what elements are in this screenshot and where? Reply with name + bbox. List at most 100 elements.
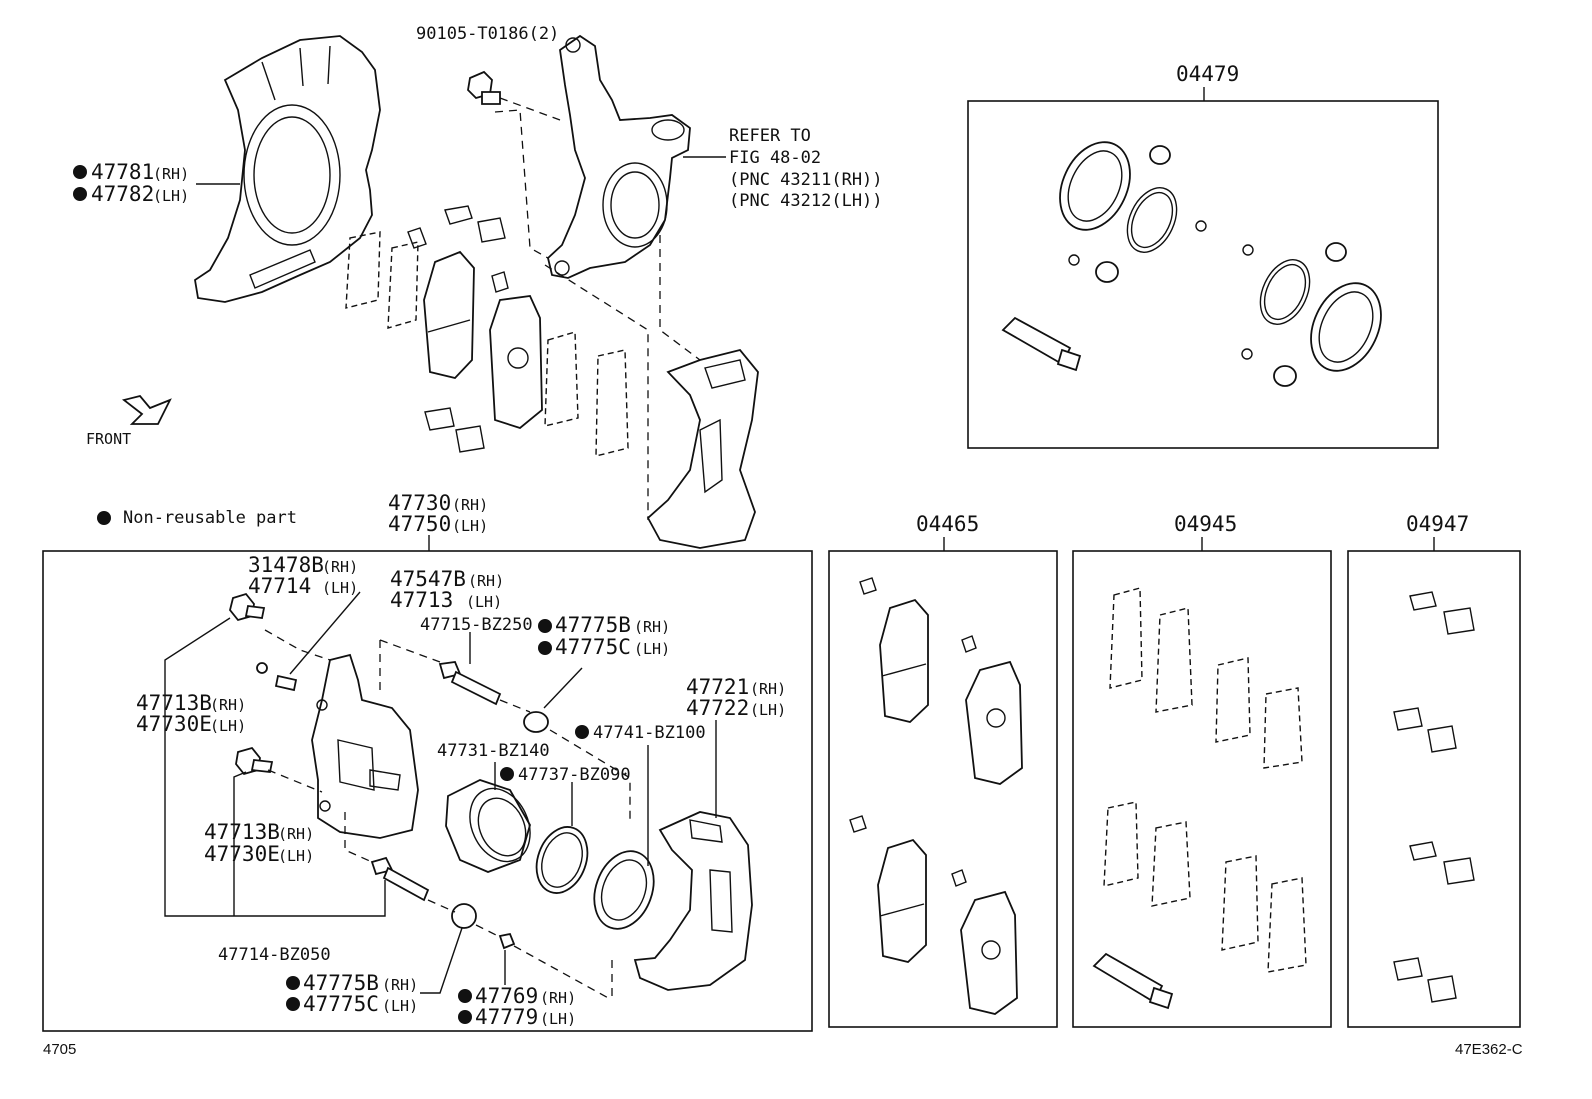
shim-pad-inner-part (544, 331, 629, 457)
slide-pin-47715-part (438, 661, 502, 706)
caliper-assembly-box (42, 550, 813, 1032)
label-47730-rh: (RH) (452, 496, 488, 514)
label-47713b-a: 47713B (136, 691, 212, 715)
label-47715: 47715-BZ250 (420, 615, 533, 635)
label-kit-04947: 04947 (1406, 512, 1469, 536)
kit-04945-parts (1103, 587, 1307, 973)
non-reusable-icon (97, 511, 111, 525)
kit-04947-parts (1393, 591, 1475, 1003)
label-kit-04479: 04479 (1176, 62, 1239, 86)
non-reusable-icon (538, 641, 552, 655)
grease-tube-icon (1001, 316, 1082, 372)
label-47714-bz050: 47714-BZ050 (218, 945, 331, 965)
label-kit-04945: 04945 (1174, 512, 1237, 536)
bolt-31478b-part (229, 592, 266, 622)
label-47713b-b-rh: (RH) (278, 825, 314, 843)
label-47775c-bottom: 47775C (303, 992, 379, 1016)
label-47779-lh: (LH) (540, 1010, 576, 1028)
label-47769-rh: (RH) (540, 989, 576, 1007)
label-90105: 90105-T0186(2) (416, 24, 559, 44)
label-47730e-b-lh: (LH) (278, 847, 314, 865)
cylinder-boot-part (593, 850, 655, 930)
slide-pin-47714-part (370, 856, 430, 902)
label-47547b-rh: (RH) (468, 572, 504, 590)
kit-04947-box (1347, 550, 1521, 1028)
label-47714-lh: (LH) (322, 579, 358, 597)
kit-04465-parts (849, 577, 1023, 1015)
non-reusable-icon (458, 1010, 472, 1024)
caliper-bracket-top-part (646, 348, 759, 549)
caliper-body-part (311, 653, 419, 839)
bush-47769-part (498, 932, 516, 950)
label-47722: 47722 (686, 696, 749, 720)
label-fig: FIG 48-02 (729, 148, 821, 168)
label-47730e-a: 47730E (136, 712, 212, 736)
label-47714: 47714 (248, 574, 311, 598)
label-47713b-b: 47713B (204, 820, 280, 844)
boot-47775-lower-part (451, 903, 477, 929)
label-refer-to: REFER TO (729, 126, 811, 146)
non-reusable-icon (458, 989, 472, 1003)
label-47775c-top: 47775C (555, 635, 631, 659)
label-31478b-rh: (RH) (322, 558, 358, 576)
grease-tube-2-icon (1092, 952, 1174, 1010)
label-47730e-a-lh: (LH) (210, 717, 246, 735)
dust-shield-part (194, 35, 381, 303)
label-47731: 47731-BZ140 (437, 741, 550, 761)
piston-seal-part (535, 826, 589, 894)
non-reusable-icon (73, 187, 87, 201)
label-47775b-bottom: 47775B (303, 971, 379, 995)
label-47722-lh: (LH) (750, 701, 786, 719)
bleeder-part (256, 662, 298, 692)
label-47779: 47779 (475, 1005, 538, 1029)
non-reusable-icon (73, 165, 87, 179)
label-47741: 47741-BZ100 (593, 723, 706, 743)
label-47730e-b: 47730E (204, 842, 280, 866)
label-figure-code: 47E362-C (1455, 1041, 1523, 1058)
label-section-4705: 4705 (43, 1041, 76, 1058)
kit-04479-box (967, 100, 1439, 449)
label-47713b-a-rh: (RH) (210, 696, 246, 714)
label-47713-lh: (LH) (466, 593, 502, 611)
clip-top-part (407, 227, 509, 293)
label-47721: 47721 (686, 675, 749, 699)
label-31478b: 31478B (248, 553, 324, 577)
label-47721-rh: (RH) (750, 680, 786, 698)
label-front: FRONT (86, 430, 131, 448)
pad-inner-part (489, 295, 543, 430)
label-47781-rh: (RH) (153, 165, 189, 183)
non-reusable-icon (286, 997, 300, 1011)
pad-outer-part (423, 250, 475, 379)
kit-04465-box (828, 550, 1058, 1028)
kit-04479-parts (1059, 141, 1382, 387)
label-47782-lh: (LH) (153, 187, 189, 205)
shim-outer-part (345, 231, 381, 309)
label-pnc-rh: (PNC 43211(RH)) (729, 170, 883, 190)
label-47750-lh: (LH) (452, 517, 488, 535)
boot-47775-upper-part (523, 711, 549, 733)
bolt-47713b-part (235, 746, 274, 776)
label-47775b-top-rh: (RH) (634, 618, 670, 636)
kit-04945-box (1072, 550, 1332, 1028)
non-reusable-icon (575, 725, 589, 739)
label-legend: Non-reusable part (123, 508, 297, 528)
label-47730: 47730 (388, 491, 451, 515)
label-47750: 47750 (388, 512, 451, 536)
label-47781: 47781 (91, 160, 154, 184)
anti-rattle-clips-part (424, 205, 506, 453)
label-47769: 47769 (475, 984, 538, 1008)
label-47782: 47782 (91, 182, 154, 206)
label-pnc-lh: (PNC 43212(LH)) (729, 191, 883, 211)
non-reusable-icon (538, 619, 552, 633)
label-kit-04465: 04465 (916, 512, 979, 536)
label-47713: 47713 (390, 588, 453, 612)
label-47775b-top: 47775B (555, 613, 631, 637)
label-47775b-bottom-rh: (RH) (382, 976, 418, 994)
non-reusable-icon (286, 976, 300, 990)
label-47775c-bottom-lh: (LH) (382, 997, 418, 1015)
label-47547b: 47547B (390, 567, 466, 591)
caliper-bracket-part (633, 811, 753, 991)
label-47775c-top-lh: (LH) (634, 640, 670, 658)
front-arrow-icon (121, 394, 172, 425)
